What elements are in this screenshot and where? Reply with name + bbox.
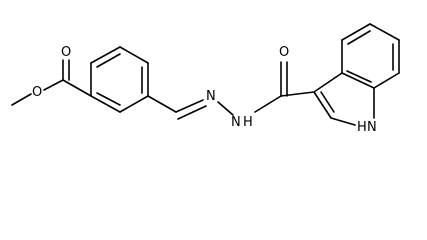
pyrrole-bond-c3-c3a (313, 72, 343, 93)
pyrrole-inner-double-bond (320, 91, 335, 113)
carbonyl-oxygen-label: O (61, 45, 71, 60)
indole-nitrogen-label: N (367, 120, 377, 135)
benzene-inner-bond-3 (96, 92, 121, 106)
benzene-bond-2 (90, 46, 121, 64)
pyrrole-bond-c3-c2 (313, 91, 332, 119)
benzene-bond-5 (119, 95, 149, 113)
amide-nitrogen-label: N (231, 115, 241, 130)
o-carbonyl-carbon-bond (43, 79, 64, 91)
ester-oxygen-label: O (32, 85, 42, 100)
ester-c-ring-bond (62, 79, 92, 97)
amide-hydrogen-label: H (243, 115, 253, 130)
pyrrole-bond-c2-n1 (330, 117, 356, 126)
benzene-bond-6 (90, 95, 121, 113)
benzo-bond-3 (369, 23, 400, 41)
ch-n-double-bond-b (177, 105, 207, 120)
benzo-inner-bond-3 (346, 70, 372, 83)
ring-ch-bond (147, 95, 177, 113)
indole-hydrogen-label: H (357, 120, 367, 135)
n-n-bond (217, 101, 234, 116)
ch-n-double-bond-a (175, 99, 204, 113)
benzene-inner-bond-1 (96, 53, 121, 68)
nh-carbonyl-bond (254, 95, 282, 113)
pyrrole-bond-c7a-c3a (341, 72, 375, 89)
chemical-structure-diagram: O O N N H O H N (11, 23, 400, 135)
amide-c-indole-bond (280, 91, 315, 97)
methyl-o-bond (11, 93, 32, 106)
amide-oxygen-label: O (279, 45, 289, 60)
hydrazone-nitrogen-label: N (206, 89, 216, 104)
benzo-bond-2 (341, 23, 371, 41)
benzo-bond-5 (373, 72, 400, 89)
benzo-inner-bond-1 (347, 30, 371, 45)
benzene-bond-3 (119, 46, 149, 64)
